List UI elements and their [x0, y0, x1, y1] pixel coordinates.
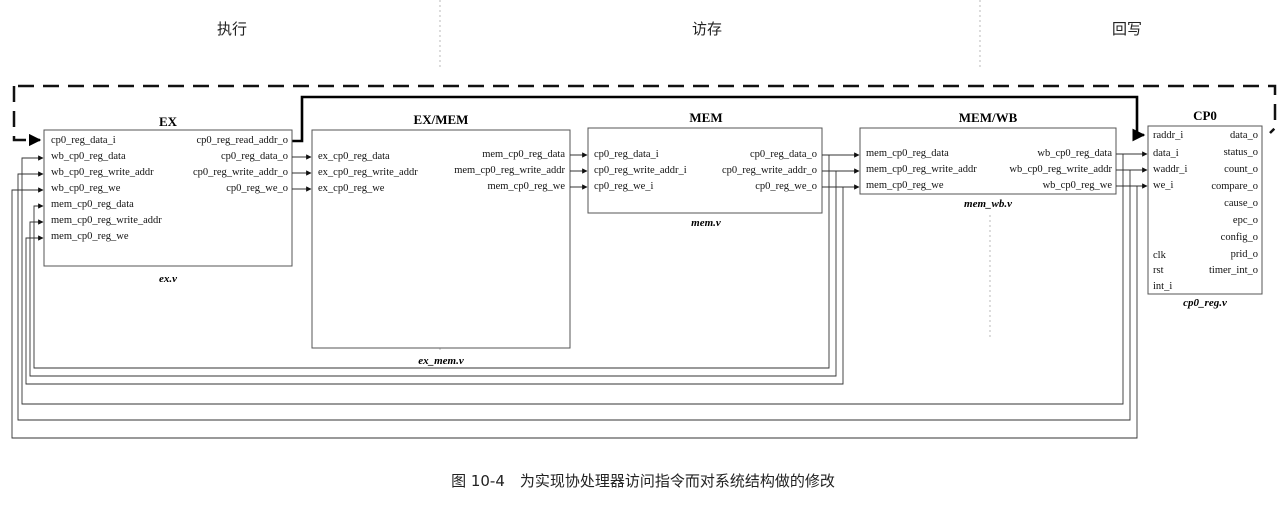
ex-mem-port-mem_cp0_reg_we: mem_cp0_reg_we	[487, 181, 565, 192]
mem-module-title: MEM	[689, 110, 722, 125]
ex-mem-port-ex_cp0_reg_data: ex_cp0_reg_data	[318, 151, 390, 162]
feedback-wb-we	[11, 186, 1138, 439]
mem-module-box	[587, 127, 823, 214]
ex-port-cp0_reg_we_o: cp0_reg_we_o	[226, 183, 288, 194]
cp0-port-int_i: int_i	[1153, 281, 1172, 292]
mem-port-cp0_reg_write_addr_i: cp0_reg_write_addr_i	[594, 165, 687, 176]
feedback-mem-we	[25, 187, 844, 385]
mem-port-cp0_reg_data_o: cp0_reg_data_o	[750, 149, 817, 160]
cp0-port-clk: clk	[1153, 250, 1167, 261]
ex-mem-module-title: EX/MEM	[414, 112, 469, 127]
cp0-port-waddr_i: waddr_i	[1153, 164, 1187, 175]
dashed-frame-left	[12, 86, 42, 147]
ex-mem-port-mem_cp0_reg_data: mem_cp0_reg_data	[482, 149, 565, 160]
ex-port-mem_cp0_reg_data: mem_cp0_reg_data	[51, 199, 134, 210]
mem-port-cp0_reg_data_i: cp0_reg_data_i	[594, 149, 659, 160]
mem-wb-port-mem_cp0_reg_data: mem_cp0_reg_data	[866, 148, 949, 159]
ex-file-name: ex.v	[159, 273, 177, 285]
figure-caption: 图 10-4 为实现协处理器访问指令而对系统结构做的修改	[451, 472, 835, 490]
cp0-port-data_i: data_i	[1153, 148, 1179, 159]
ex-mem-module-box	[311, 129, 571, 349]
cp0-port-raddr_i: raddr_i	[1153, 130, 1183, 141]
ex-mem-file-name: ex_mem.v	[418, 355, 464, 367]
ex-port-cp0_reg_data_i: cp0_reg_data_i	[51, 135, 116, 146]
cp0-port-config_o: config_o	[1221, 232, 1258, 243]
cp0-module-title: CP0	[1193, 108, 1217, 123]
ex-port-cp0_reg_data_o: cp0_reg_data_o	[221, 151, 288, 162]
ex-port-cp0_reg_write_addr_o: cp0_reg_write_addr_o	[193, 167, 288, 178]
mem-wb-port-mem_cp0_reg_write_addr: mem_cp0_reg_write_addr	[866, 164, 977, 175]
cp0-module-box	[1147, 125, 1263, 295]
dashed-frame	[18, 84, 1277, 134]
ex-module-title: EX	[159, 114, 178, 129]
mem-wb-port-wb_cp0_reg_data: wb_cp0_reg_data	[1037, 148, 1112, 159]
ex-port-wb_cp0_reg_write_addr: wb_cp0_reg_write_addr	[51, 167, 154, 178]
mem-port-cp0_reg_we_i: cp0_reg_we_i	[594, 181, 654, 192]
ex-mem-port-ex_cp0_reg_write_addr: ex_cp0_reg_write_addr	[318, 167, 418, 178]
cp0-port-timer_int_o: timer_int_o	[1209, 265, 1258, 276]
ex-port-mem_cp0_reg_we: mem_cp0_reg_we	[51, 231, 129, 242]
mem-file-name: mem.v	[691, 217, 721, 229]
cp0-port-cause_o: cause_o	[1224, 198, 1258, 209]
read-addr-bus	[292, 95, 1146, 143]
feedback-mem-waddr	[29, 171, 837, 377]
cp0-port-we_i: we_i	[1153, 180, 1173, 191]
mem-wb-port-mem_cp0_reg_we: mem_cp0_reg_we	[866, 180, 944, 191]
mem-wb-module-box	[859, 127, 1117, 195]
mem-wb-file-name: mem_wb.v	[964, 198, 1012, 210]
ex-port-wb_cp0_reg_we: wb_cp0_reg_we	[51, 183, 121, 194]
cp0-port-status_o: status_o	[1224, 147, 1258, 158]
mem-wb-port-wb_cp0_reg_write_addr: wb_cp0_reg_write_addr	[1009, 164, 1112, 175]
mem-wb-port-wb_cp0_reg_we: wb_cp0_reg_we	[1043, 180, 1113, 191]
ex-mem-port-mem_cp0_reg_write_addr: mem_cp0_reg_write_addr	[454, 165, 565, 176]
feedback-wb-waddr	[17, 170, 1131, 421]
cp0-port-compare_o: compare_o	[1211, 181, 1258, 192]
ex-module-box	[43, 129, 293, 267]
mem-port-cp0_reg_we_o: cp0_reg_we_o	[755, 181, 817, 192]
cp0-port-prid_o: prid_o	[1231, 249, 1258, 260]
cp0-port-epc_o: epc_o	[1233, 215, 1258, 226]
cp0-port-rst: rst	[1153, 265, 1164, 276]
feedback-mem-data	[33, 155, 830, 369]
cp0-port-data_o: data_o	[1230, 130, 1258, 141]
stage-label-memory: 访存	[692, 20, 722, 38]
cp0-port-count_o: count_o	[1224, 164, 1258, 175]
mem-wb-module-title: MEM/WB	[959, 110, 1018, 125]
cp0-file-name: cp0_reg.v	[1183, 297, 1227, 309]
ex-port-mem_cp0_reg_write_addr: mem_cp0_reg_write_addr	[51, 215, 162, 226]
feedback-wb-data	[21, 154, 1124, 405]
ex-port-wb_cp0_reg_data: wb_cp0_reg_data	[51, 151, 126, 162]
stage-label-writeback: 回写	[1112, 20, 1142, 38]
stage-label-execute: 执行	[217, 20, 247, 38]
mem-port-cp0_reg_write_addr_o: cp0_reg_write_addr_o	[722, 165, 817, 176]
ex-port-cp0_reg_read_addr_o: cp0_reg_read_addr_o	[196, 135, 288, 146]
ex-mem-port-ex_cp0_reg_we: ex_cp0_reg_we	[318, 183, 385, 194]
